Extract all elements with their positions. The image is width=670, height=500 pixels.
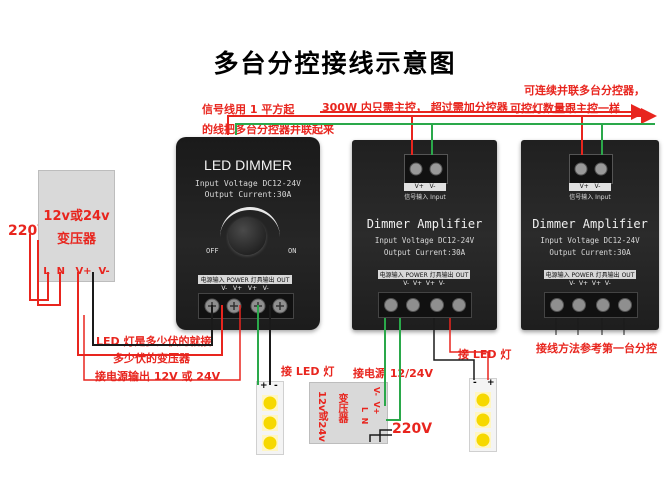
dimmer-name: LED DIMMER bbox=[204, 157, 292, 173]
transformer-left-label-2: 变压器 bbox=[56, 232, 96, 247]
transformer-bottom-label-1: 12v或24v bbox=[316, 391, 327, 442]
led-strip-1: + - bbox=[256, 381, 284, 455]
dimmer-arc bbox=[220, 207, 280, 250]
transformer-left-label-1: 12v或24v bbox=[43, 209, 110, 224]
amp2-output-current: Output Current:30A bbox=[549, 248, 631, 257]
amp1-output-current: Output Current:30A bbox=[383, 248, 466, 257]
amp2-signal-label: 信号输入 Input bbox=[569, 194, 611, 201]
note-wiring-method: 接线方法参考第一台分控 bbox=[536, 342, 657, 355]
transformer-bottom: 12v或24v 变压器 L N V- V+ bbox=[309, 382, 388, 444]
wire-left-220v bbox=[29, 234, 61, 306]
wire-amp1-black bbox=[433, 318, 475, 380]
page-title: 多台分控接线示意图 bbox=[213, 49, 457, 78]
dimmer-on-label: ON bbox=[288, 247, 297, 255]
dimmer-knob[interactable] bbox=[228, 217, 266, 255]
amp2-terminal-block bbox=[544, 292, 638, 318]
led-strip-1-leds bbox=[262, 395, 278, 451]
amp1-terminal-signs: V- V+ V+ V- bbox=[403, 280, 445, 287]
led-strip-2-plus: - bbox=[473, 378, 477, 388]
amp1-terminal-header: 电源输入 POWER 灯具输出 OUT bbox=[378, 270, 470, 279]
amp2-name: Dimmer Amplifier bbox=[532, 217, 648, 231]
wire-bottom-220v bbox=[369, 429, 392, 442]
dimmer-input-voltage: Input Voltage DC12-24V bbox=[195, 179, 301, 188]
amp2-input-voltage: Input Voltage DC12-24V bbox=[540, 236, 640, 245]
led-strip-2: - + bbox=[469, 378, 497, 452]
led-strip-2-minus: + bbox=[487, 378, 495, 388]
wire-left-out-ref bbox=[83, 305, 241, 381]
amp2-terminal-header: 电源输入 POWER 灯具输出 OUT bbox=[544, 270, 636, 279]
wire-amp2-stubs bbox=[555, 318, 625, 335]
wire-amp1-red bbox=[449, 318, 489, 380]
amp1-signal-label: 信号输入 Input bbox=[404, 194, 446, 201]
transformer-bottom-label-2: 变压器 bbox=[336, 393, 347, 423]
amp1-terminal-block bbox=[378, 292, 472, 318]
wire-signal-red bbox=[227, 115, 583, 155]
wire-left-vplus bbox=[77, 272, 223, 356]
note-connect-power: 接电源 12/24V bbox=[353, 367, 433, 380]
wire-amp1-green bbox=[384, 318, 401, 421]
transformer-bottom-terminals-1: L N bbox=[360, 407, 369, 425]
dimmer-output-current: Output Current:30A bbox=[204, 190, 292, 199]
dimmer-terminal-signs: V- V+ V+ V- bbox=[221, 285, 269, 292]
note-chain-1: 可连续并联多台分控器， bbox=[524, 84, 645, 97]
led-dimmer: LED DIMMER Input Voltage DC12-24V Output… bbox=[176, 137, 320, 330]
transformer-left: 12v或24v 变压器 L N V+ V- bbox=[38, 170, 115, 282]
note-connect-led-1: 接 LED 灯 bbox=[281, 365, 335, 378]
dimmer-terminal-header: 电源输入 POWER 灯具输出 OUT bbox=[200, 277, 290, 284]
transformer-bottom-terminals-2: V- V+ bbox=[372, 387, 381, 415]
amp2-signal-pins: V+ V- bbox=[569, 183, 611, 191]
amp1-signal-pins: V+ V- bbox=[404, 183, 446, 191]
led-strip-2-leds bbox=[475, 392, 491, 448]
dimmer-off-label: OFF bbox=[206, 247, 219, 255]
wire-left-vminus bbox=[92, 272, 213, 346]
amp1-input-voltage: Input Voltage DC12-24V bbox=[374, 236, 475, 245]
amplifier-2: V+ V- 信号输入 Input Dimmer Amplifier Input … bbox=[521, 140, 659, 330]
led-strip-1-plus: - bbox=[274, 381, 278, 391]
amp1-name: Dimmer Amplifier bbox=[366, 217, 483, 231]
note-signal-wire: 信号线用 1 平方起 bbox=[202, 103, 295, 116]
transformer-left-terminals: L N V+ V- bbox=[43, 266, 110, 277]
led-strip-1-minus: + bbox=[260, 381, 268, 391]
wire-signal-green bbox=[235, 123, 603, 155]
note-300w: 300W 内只需主控， 超过需加分控器 bbox=[322, 101, 508, 114]
dimmer-terminal-header-bg bbox=[198, 275, 292, 284]
amp2-terminal-signs: V- V+ V+ V- bbox=[569, 280, 611, 287]
bottom-input-220v: 220V bbox=[392, 421, 433, 437]
amplifier-1: V+ V- 信号输入 Input Dimmer Amplifier Input … bbox=[352, 140, 497, 330]
